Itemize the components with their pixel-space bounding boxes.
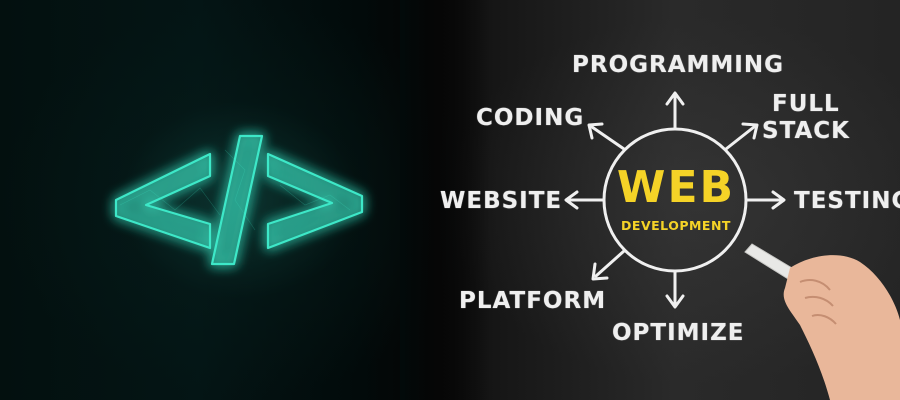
branch-optimize: OPTIMIZE	[612, 320, 745, 346]
slash	[210, 134, 264, 266]
branch-platform: PLATFORM	[459, 288, 607, 314]
center-subtitle: DEVELOPMENT	[621, 218, 731, 233]
code-brackets-icon	[114, 134, 364, 266]
plexus-lines	[119, 149, 351, 231]
branch-website: WEBSITE	[440, 188, 563, 214]
branch-stack: STACK	[762, 118, 850, 144]
right-angle-bracket	[266, 152, 364, 250]
left-angle-bracket	[114, 152, 212, 250]
center-title: WEB	[616, 162, 736, 213]
branch-testing: TESTING	[794, 188, 900, 214]
background-transition	[400, 0, 490, 400]
branch-programming: PROGRAMMING	[572, 52, 784, 78]
branch-full: FULL	[772, 91, 840, 117]
hand-with-chalk	[744, 243, 900, 400]
branch-coding: CODING	[476, 105, 585, 131]
